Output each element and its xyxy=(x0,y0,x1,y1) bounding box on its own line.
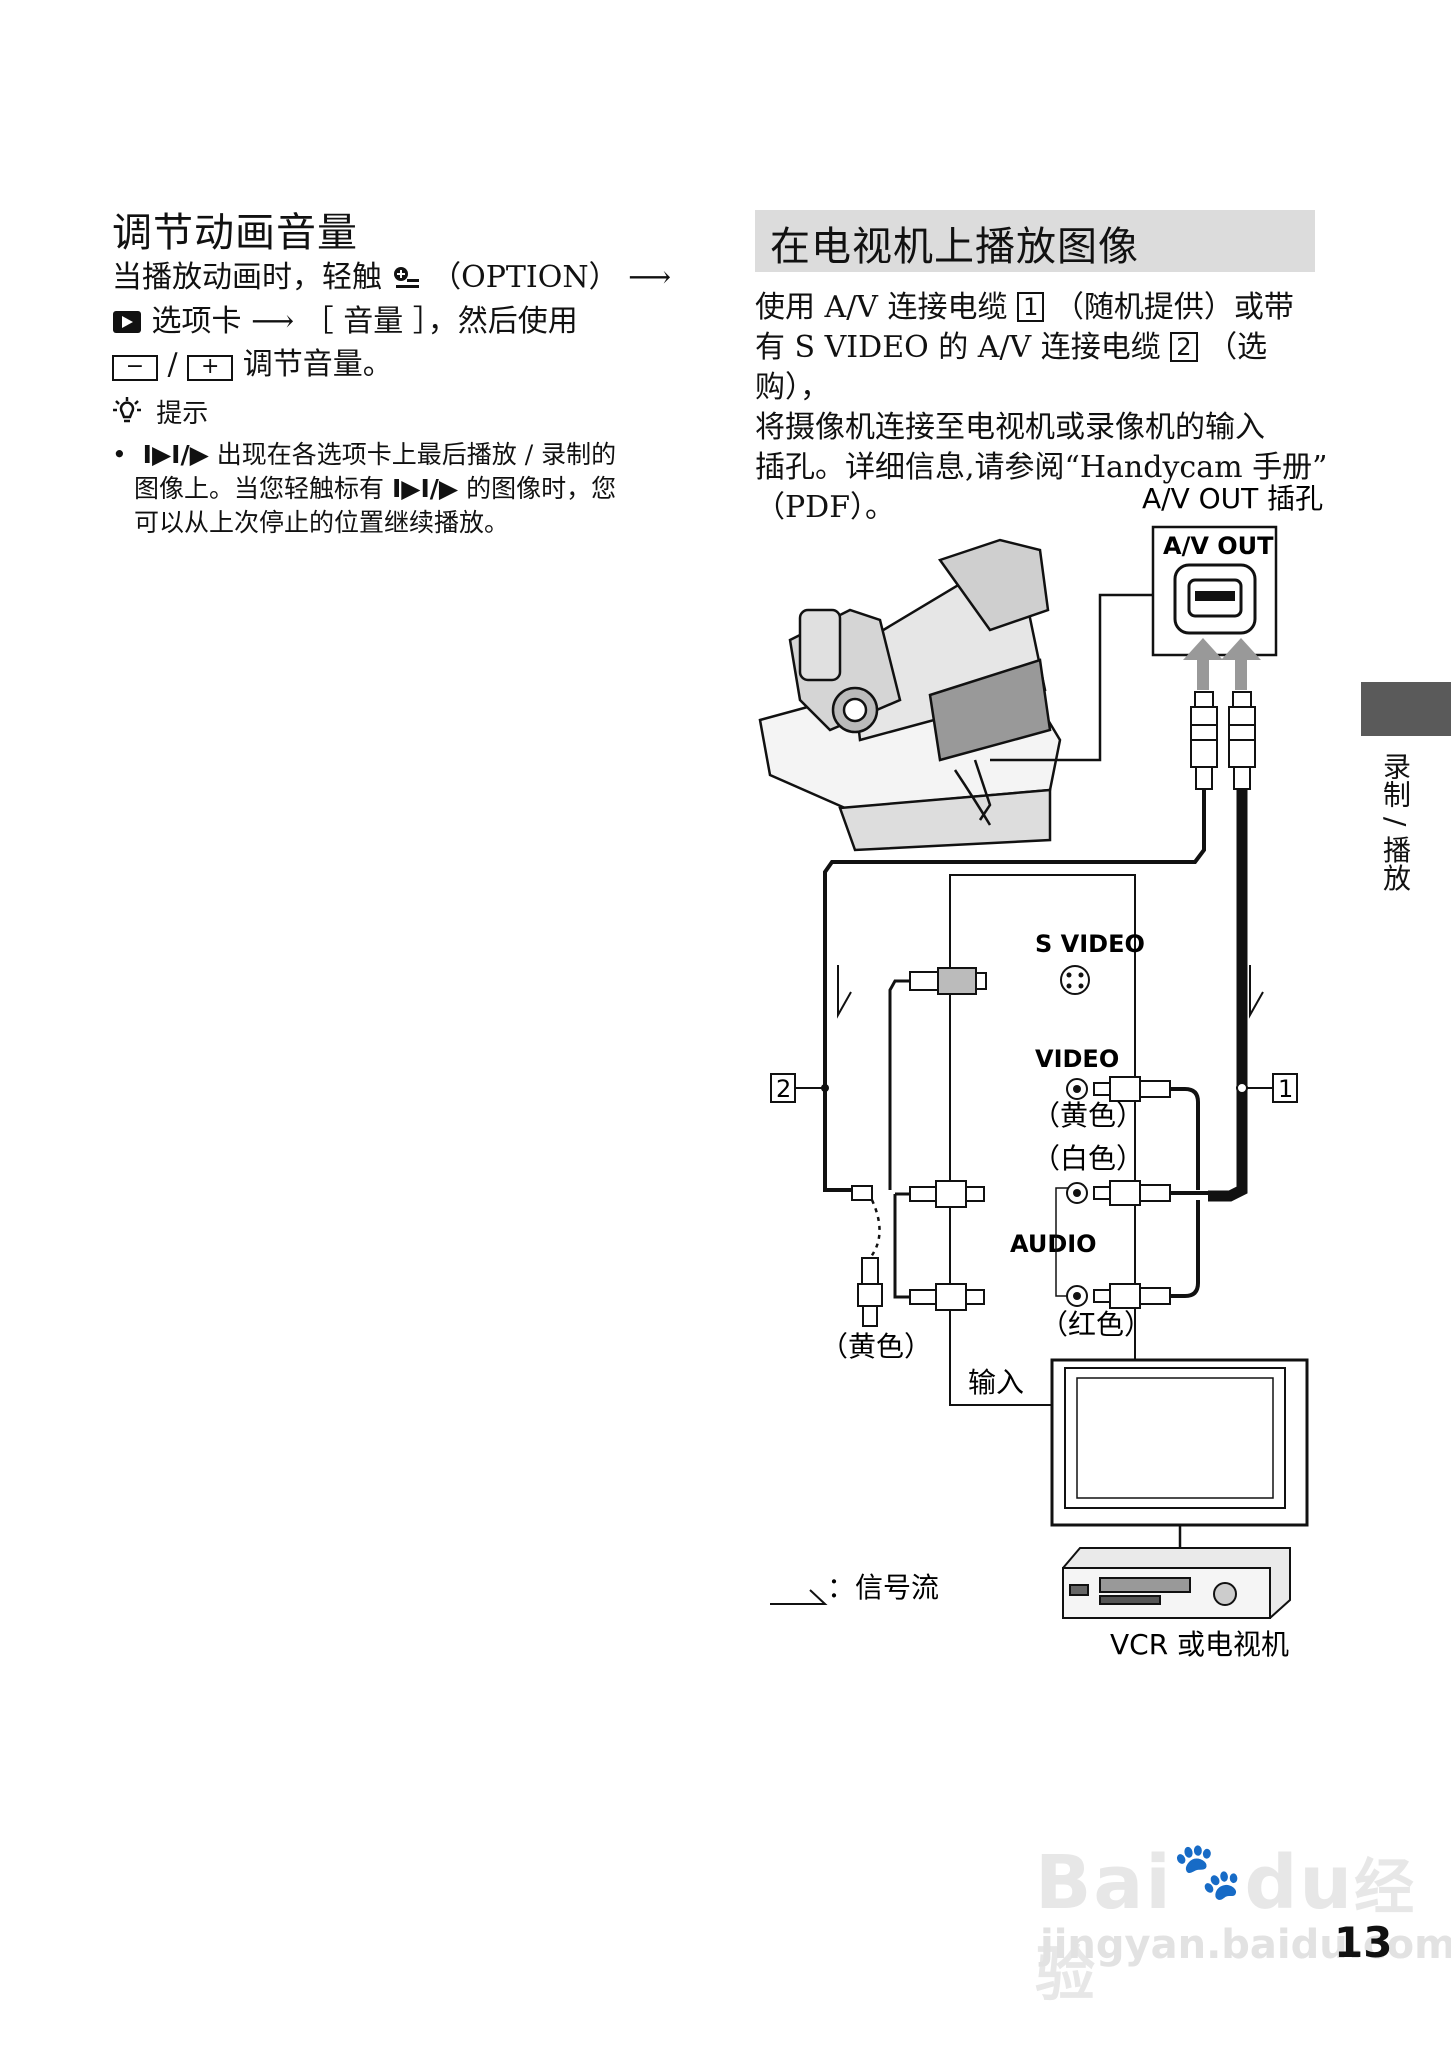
volume-minus-key: − xyxy=(112,355,158,381)
bullet: • xyxy=(112,440,135,469)
paw-icon: 🐾 xyxy=(1172,1839,1245,1904)
av-out-panel: A/V OUT xyxy=(1151,525,1278,657)
s-video-lead xyxy=(888,979,910,1190)
cable-1-video-branch xyxy=(1170,1087,1200,1190)
av-plug-2 xyxy=(1190,691,1218,790)
svg-text:2: 2 xyxy=(776,1075,791,1103)
av-out-arrows xyxy=(1183,638,1261,690)
audio-bracket xyxy=(1055,1187,1072,1297)
tip-header: 提示 xyxy=(112,393,208,433)
dotted-lead xyxy=(869,1199,881,1259)
left-audio-lead xyxy=(893,1194,910,1299)
right-para-line5: （PDF）。 xyxy=(755,490,896,525)
resume-play-icon: I▶I/▶ xyxy=(142,440,209,469)
signal-arrow-right xyxy=(1249,965,1264,1019)
left-audio-plug-white xyxy=(909,1180,985,1208)
svg-text:1: 1 xyxy=(1278,1075,1293,1103)
av-out-jack-label: A/V OUT 插孔 xyxy=(1142,482,1323,515)
chapter-side-tab xyxy=(1361,682,1451,736)
audio-plug-red xyxy=(1093,1283,1171,1309)
s-video-label: S VIDEO xyxy=(1035,930,1145,958)
input-panel xyxy=(949,874,1136,1406)
left-section-title: 调节动画音量 xyxy=(112,210,358,256)
watermark-logo: Bai🐾du经验 xyxy=(1035,1839,1417,2010)
page-number: 13 xyxy=(1334,1918,1393,1967)
left-para-line3: − / + 调节音量。 xyxy=(112,345,672,385)
signal-flow-legend: ：信号流 xyxy=(770,1571,939,1605)
signal-arrow-left xyxy=(837,965,852,1019)
cable-1-audio-r-branch xyxy=(1170,1200,1200,1298)
audio-red-label: （红色） xyxy=(1040,1308,1152,1341)
audio-label: AUDIO xyxy=(1010,1230,1097,1258)
vcr-tv-label: VCR 或电视机 xyxy=(1110,1628,1289,1661)
left-audio-plug-red xyxy=(909,1283,985,1311)
tip-line1: • I▶I/▶ 出现在各选项卡上最后播放 / 录制的 xyxy=(112,440,617,469)
audio-l-jack xyxy=(1066,1182,1088,1204)
tip-bullet: • I▶I/▶ 出现在各选项卡上最后播放 / 录制的 图像上。当您轻触标有 I▶… xyxy=(112,438,692,540)
yellow-plug-label: （黄色） xyxy=(820,1330,932,1363)
tv-illustration xyxy=(1050,1358,1309,1548)
audio-plug-white xyxy=(1093,1180,1171,1206)
video-label: VIDEO xyxy=(1035,1045,1119,1073)
cable-1-diagram-badge: 1 xyxy=(1236,1073,1298,1103)
arrow-right-icon: ⟶ xyxy=(628,260,672,295)
right-para-line2: 有 S VIDEO 的 A/V 连接电缆 2 （选购）， xyxy=(755,330,1268,405)
cable-2-line xyxy=(823,789,1206,1198)
video-plug-right xyxy=(1093,1076,1171,1102)
camcorder-illustration xyxy=(758,538,1062,852)
left-para-line2: 选项卡 ⟶ ［ 音量 ］，然后使用 xyxy=(112,302,672,345)
signal-flow-label: ：信号流 xyxy=(827,1571,939,1604)
cable-2-diagram-badge: 2 xyxy=(770,1073,829,1103)
watermark-url: jingyan.baidu.com xyxy=(1040,1922,1451,1968)
right-section-title: 在电视机上播放图像 xyxy=(770,224,1139,270)
splitter xyxy=(851,1185,873,1201)
left-paragraph: 当播放动画时，轻触 （OPTION） ⟶ 选项卡 ⟶ ［ 音量 ］，然后使用 −… xyxy=(112,258,672,385)
playback-tab-icon xyxy=(112,305,142,345)
av-out-leader-line xyxy=(990,593,1153,762)
av-out-panel-label: A/V OUT xyxy=(1163,532,1274,560)
volume-plus-key: + xyxy=(187,355,234,381)
right-heading-bar xyxy=(755,210,1315,272)
cable-2-badge: 2 xyxy=(1170,332,1198,362)
right-para-line3: 将摄像机连接至电视机或录像机的输入 xyxy=(755,410,1265,445)
vcr-illustration xyxy=(1062,1547,1291,1619)
left-para-line1: 当播放动画时，轻触 （OPTION） ⟶ xyxy=(112,258,672,302)
option-icon xyxy=(392,262,422,302)
av-plug-1 xyxy=(1228,691,1256,790)
arrow-right-icon: ⟶ xyxy=(251,304,295,339)
cable-1-line xyxy=(1208,789,1248,1202)
video-yellow-label: （黄色） xyxy=(1032,1099,1144,1132)
s-video-plug xyxy=(909,967,987,995)
cable-1-badge: 1 xyxy=(1017,292,1045,322)
audio-white-label: （白色） xyxy=(1032,1142,1144,1175)
right-para-line4: 插孔。详细信息,请参阅“Handycam 手册” xyxy=(755,450,1328,485)
yellow-video-plug xyxy=(857,1257,883,1327)
right-paragraph: 使用 A/V 连接电缆 1 （随机提供）或带 有 S VIDEO 的 A/V 连… xyxy=(755,288,1335,528)
input-label: 输入 xyxy=(968,1366,1024,1399)
tip-line3: 可以从上次停止的位置继续播放。 xyxy=(134,508,510,537)
tip-line2: 图像上。当您轻触标有 I▶I/▶ 的图像时，您 xyxy=(134,474,617,503)
chapter-side-label: 录制 / 播放 xyxy=(1379,752,1412,892)
resume-play-icon: I▶I/▶ xyxy=(391,474,459,503)
video-jack xyxy=(1066,1078,1088,1100)
audio-r-jack xyxy=(1066,1285,1088,1307)
right-para-line1: 使用 A/V 连接电缆 1 （随机提供）或带 xyxy=(755,290,1294,325)
s-video-jack xyxy=(1060,965,1090,995)
lightbulb-icon xyxy=(112,396,142,433)
